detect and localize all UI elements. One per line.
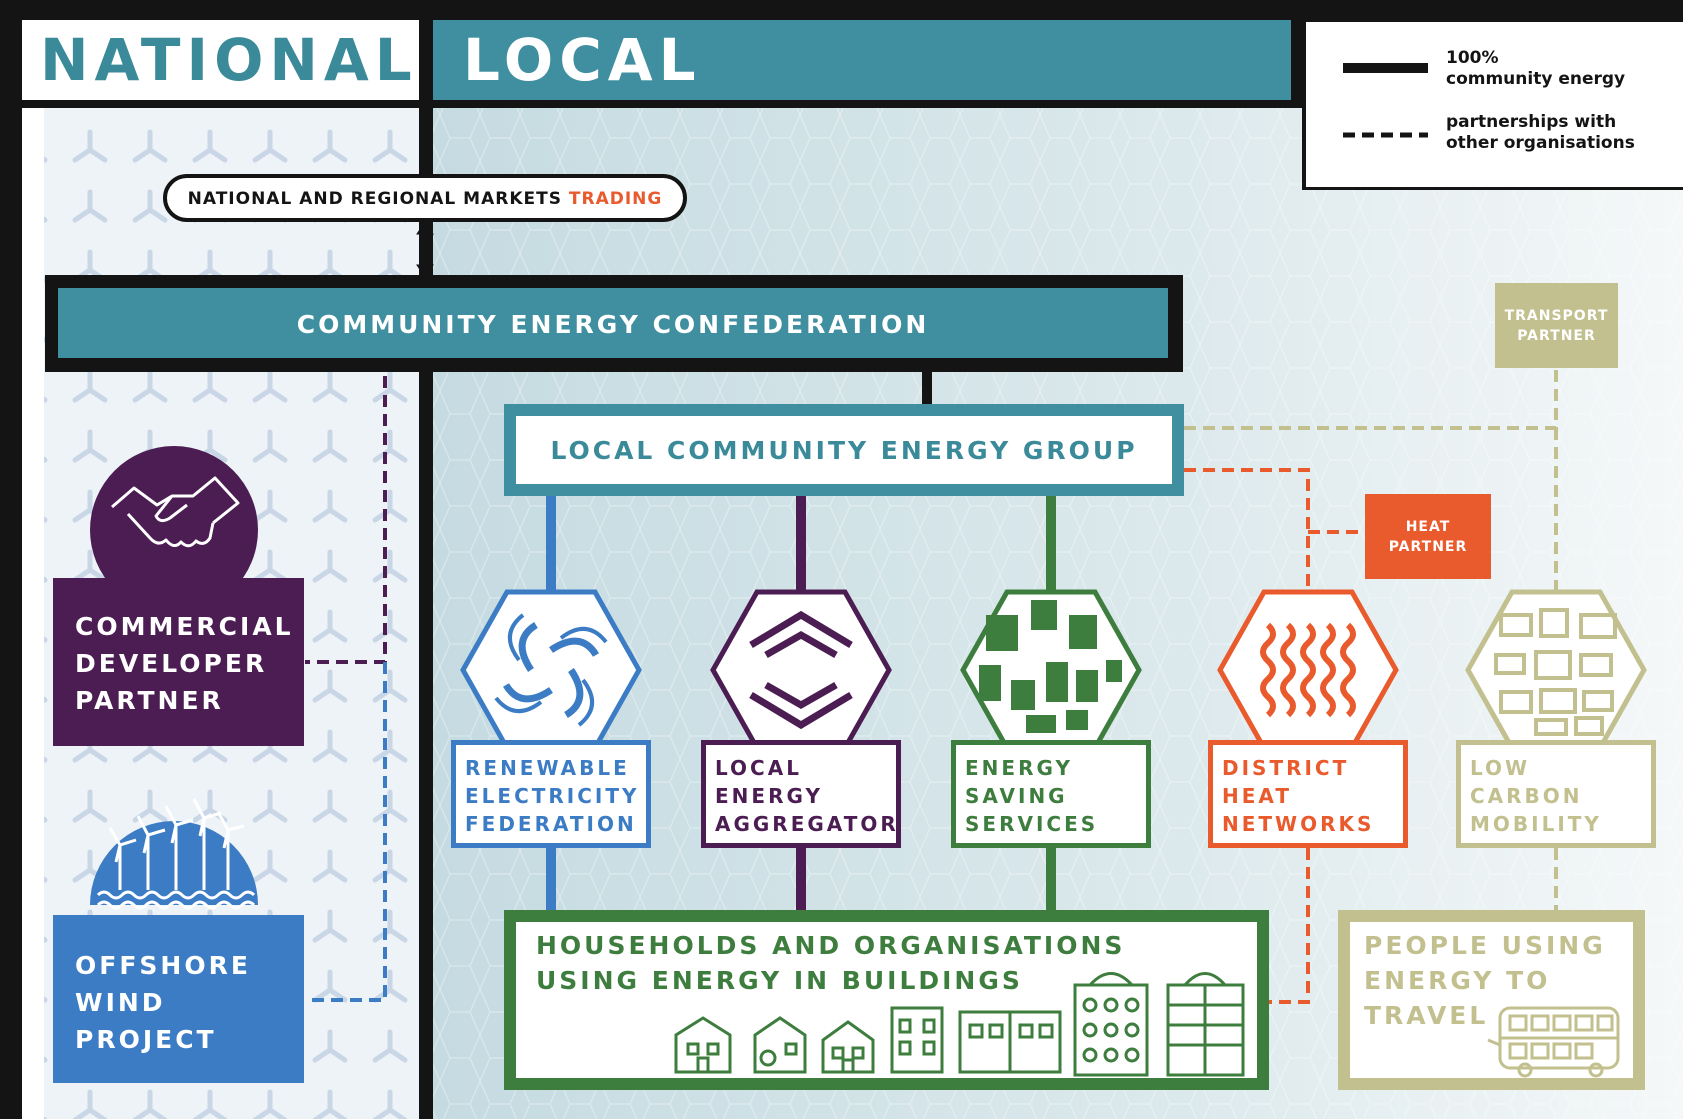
households-text-1: HOUSEHOLDS AND ORGANISATIONS xyxy=(536,931,1126,960)
heat-to-households-link xyxy=(1268,848,1310,1004)
offshore-link xyxy=(305,662,387,1002)
legend-box xyxy=(1306,22,1683,187)
service-label-line: DISTRICT xyxy=(1222,756,1350,780)
service-label-line: ENERGY xyxy=(715,784,823,808)
heat-partner-label: HEAT PARTNER xyxy=(1365,517,1491,557)
legend-dashed-text-1: partnerships with xyxy=(1446,112,1617,132)
service-label-line: ENERGY xyxy=(965,756,1073,780)
commercial-text-2: DEVELOPER xyxy=(75,649,268,678)
legend-dashed-text-2: other organisations xyxy=(1446,133,1635,153)
legend-dashed-label: partnerships with other organisations xyxy=(1446,112,1635,154)
service-label-line: ELECTRICITY xyxy=(465,784,640,808)
double-arrow-icon xyxy=(416,221,434,278)
national-header xyxy=(22,20,419,100)
legend-solid-label: 100% community energy xyxy=(1446,48,1625,90)
houses-icon xyxy=(674,972,1245,1077)
service-label-box-1 xyxy=(706,745,896,843)
service-label-line: SERVICES xyxy=(965,812,1099,836)
wind-turbines-icon xyxy=(96,798,256,910)
markets-text: NATIONAL AND REGIONAL MARKETS xyxy=(187,189,562,209)
service-hexagon-2 xyxy=(960,589,1142,751)
vehicles-icon xyxy=(1494,608,1617,736)
legend-solid-text-1: 100% xyxy=(1446,48,1499,68)
heat-partner-text-2: PARTNER xyxy=(1388,539,1468,555)
confederation-bar xyxy=(58,288,1168,358)
markets-trading: TRADING xyxy=(568,189,663,209)
service-label-1: LOCAL ENERGY AGGREGATOR xyxy=(715,754,899,838)
handshake-icon xyxy=(111,476,240,548)
markets-label: NATIONAL AND REGIONAL MARKETS TRADING xyxy=(165,189,685,209)
local-group-title: LOCAL COMMUNITY ENERGY GROUP xyxy=(550,436,1138,465)
commercial-text-1: COMMERCIAL xyxy=(75,612,294,641)
households-text-2: USING ENERGY IN BUILDINGS xyxy=(536,966,1023,995)
offshore-box xyxy=(53,915,304,1083)
offshore-text-3: PROJECT xyxy=(75,1025,217,1054)
households-label: HOUSEHOLDS AND ORGANISATIONS USING ENERG… xyxy=(536,928,1125,998)
service-label-line: LOW xyxy=(1470,756,1531,780)
local-group-box xyxy=(516,416,1172,484)
transport-partner-text-1: TRANSPORT xyxy=(1504,308,1609,324)
service-hexagon-3 xyxy=(1217,589,1399,751)
service-label-line: LOCAL xyxy=(715,756,802,780)
transport-partner-text-2: PARTNER xyxy=(1517,328,1596,344)
service-label-box-2 xyxy=(956,745,1146,843)
chevrons-icon xyxy=(749,610,853,730)
service-label-box-3 xyxy=(1213,745,1403,843)
heat-link xyxy=(1184,468,1310,594)
markets-pill xyxy=(163,174,687,222)
commercial-box xyxy=(53,578,304,746)
bus-icon xyxy=(1487,1006,1620,1078)
transport-partner-box xyxy=(1495,283,1618,368)
commercial-text-3: PARTNER xyxy=(75,686,224,715)
heat-partner-text-1: HEAT xyxy=(1405,519,1451,535)
people-label: PEOPLE USING ENERGY TO TRAVEL xyxy=(1364,928,1606,1033)
swirl-icon xyxy=(494,613,608,727)
heat-waves-icon xyxy=(1260,622,1356,718)
local-header xyxy=(433,20,1291,100)
national-title: NATIONAL xyxy=(40,26,418,94)
service-label-line: AGGREGATOR xyxy=(715,812,899,836)
service-label-line: SAVING xyxy=(965,784,1068,808)
service-label-3: DISTRICT HEAT NETWORKS xyxy=(1222,754,1374,838)
legend-solid-text-2: community energy xyxy=(1446,69,1626,89)
heat-partner-box xyxy=(1365,494,1491,579)
service-hexagon-0 xyxy=(460,589,642,751)
offshore-text-2: WIND xyxy=(75,988,166,1017)
service-label-0: RENEWABLE ELECTRICITY FEDERATION xyxy=(465,754,639,838)
commercial-label: COMMERCIAL DEVELOPER PARTNER xyxy=(75,608,294,719)
service-hexagon-1 xyxy=(710,589,892,751)
service-label-line: FEDERATION xyxy=(465,812,637,836)
transport-partner-label: TRANSPORT PARTNER xyxy=(1495,306,1618,346)
service-hexagon-4 xyxy=(1465,589,1647,751)
local-title: LOCAL xyxy=(463,26,702,94)
service-label-line: MOBILITY xyxy=(1470,812,1602,836)
service-label-line: HEAT xyxy=(1222,784,1292,808)
service-label-4: LOW CARBON MOBILITY xyxy=(1470,754,1602,838)
service-label-box-4 xyxy=(1461,745,1651,843)
offshore-text-1: OFFSHORE xyxy=(75,951,251,980)
service-label-2: ENERGY SAVING SERVICES xyxy=(965,754,1098,838)
service-label-line: CARBON xyxy=(1470,784,1583,808)
people-text-2: ENERGY TO xyxy=(1364,966,1551,995)
people-text-3: TRAVEL xyxy=(1364,1001,1489,1030)
confederation-title: COMMUNITY ENERGY CONFEDERATION xyxy=(296,310,930,339)
people-box xyxy=(1350,922,1633,1078)
service-label-line: RENEWABLE xyxy=(465,756,630,780)
service-label-box-0 xyxy=(456,745,646,843)
offshore-label: OFFSHORE WIND PROJECT xyxy=(75,947,251,1058)
service-label-line: NETWORKS xyxy=(1222,812,1375,836)
buildings-icon xyxy=(979,600,1122,733)
people-text-1: PEOPLE USING xyxy=(1364,931,1606,960)
